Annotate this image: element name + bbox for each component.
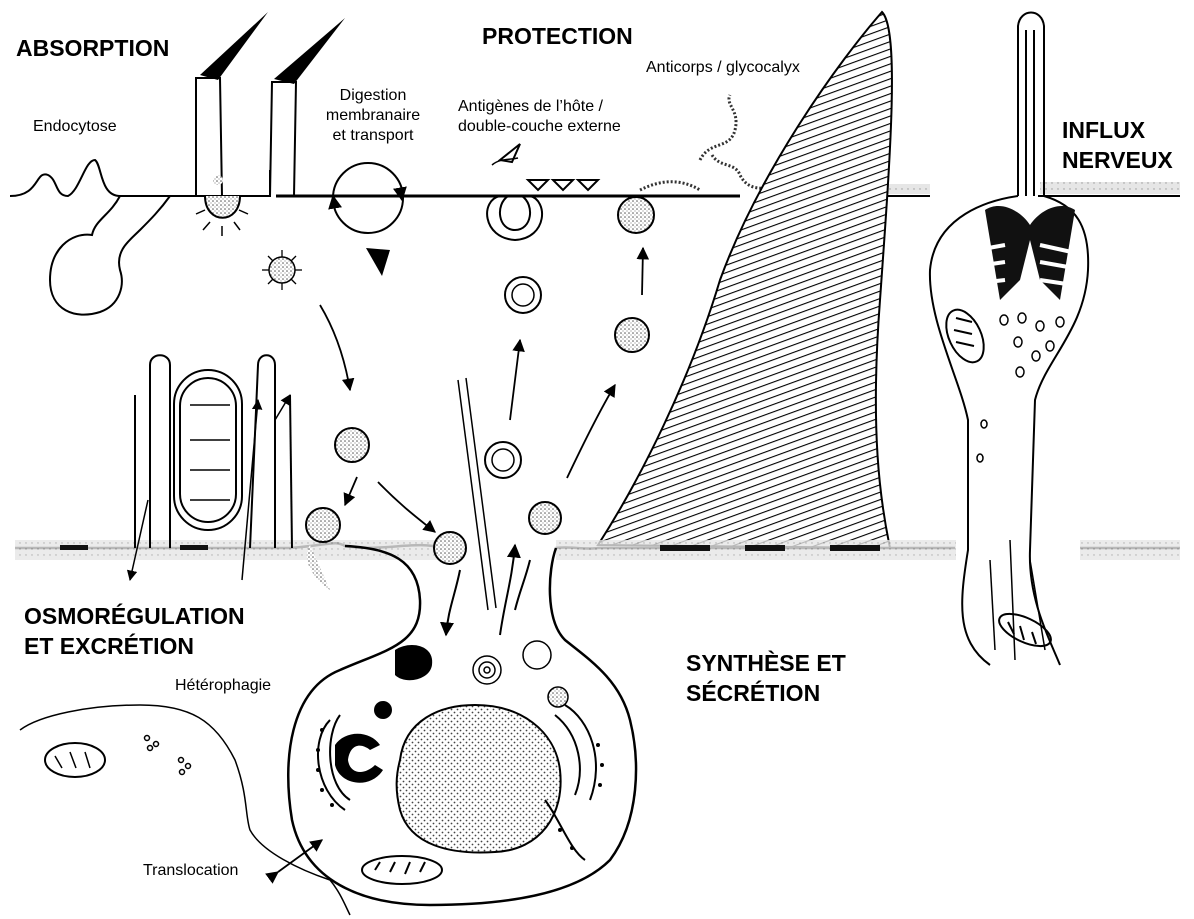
label-osmo-line2: ET EXCRÉTION [24,631,245,661]
small-vesicles [473,641,568,707]
mitochondrion-nerve [939,304,992,368]
label-digestion-line3: et transport [318,126,428,146]
golgi-mitochondrion [362,856,442,884]
particle [213,175,223,185]
label-antigenes-line2: double-couche externe [458,117,621,137]
glycocalyx-band [1040,182,1180,194]
coated-pit [196,196,248,236]
basal-stipple-right [1080,540,1180,560]
label-synthese-line1: SYNTHÈSE ET [686,648,846,678]
label-synthese: SYNTHÈSE ET SÉCRÉTION [686,648,846,708]
nerve-ending [930,13,1088,666]
basal-infoldings [135,355,292,548]
synaptic-vesicles [977,313,1064,462]
label-heterophagie: Hétérophagie [175,676,271,696]
parenchyma-cell [20,705,350,915]
endocytosis-sac [50,196,170,315]
label-digestion: Digestion membranaire et transport [318,86,428,146]
membrane-pit [487,196,542,240]
label-influx-line2: NERVEUX [1062,145,1173,175]
label-osmoregulation: OSMORÉGULATION ET EXCRÉTION [24,601,245,661]
label-protection: PROTECTION [482,21,633,51]
mitochondrion-osmo [174,370,242,530]
label-antigenes-line1: Antigènes de l’hôte / [458,97,621,117]
pathway-arrows [320,248,643,532]
label-anticorps: Anticorps / glycocalyx [646,58,800,78]
label-translocation: Translocation [143,861,238,881]
membrane-digestion-cycle [333,163,403,276]
mitochondrion-axon [995,607,1056,652]
label-influx: INFLUX NERVEUX [1062,115,1173,175]
antibody-glycocalyx [640,95,775,190]
label-antigenes: Antigènes de l’hôte / double-couche exte… [458,97,621,137]
coated-vesicle [262,250,302,290]
label-influx-line1: INFLUX [1062,115,1173,145]
label-digestion-line1: Digestion [318,86,428,106]
secretory-body [618,197,654,233]
label-synthese-line2: SÉCRÉTION [686,678,846,708]
label-osmo-line1: OSMORÉGULATION [24,601,245,631]
label-endocytose: Endocytose [33,117,117,137]
nucleus [397,705,561,853]
label-absorption: ABSORPTION [16,33,169,63]
antigen-triangles [500,144,598,190]
transport-vesicles [306,277,649,564]
nerve-synapse [950,206,1085,300]
cytoplasmic-tube [458,378,496,610]
apical-membrane [10,160,1180,196]
label-digestion-line2: membranaire [318,106,428,126]
